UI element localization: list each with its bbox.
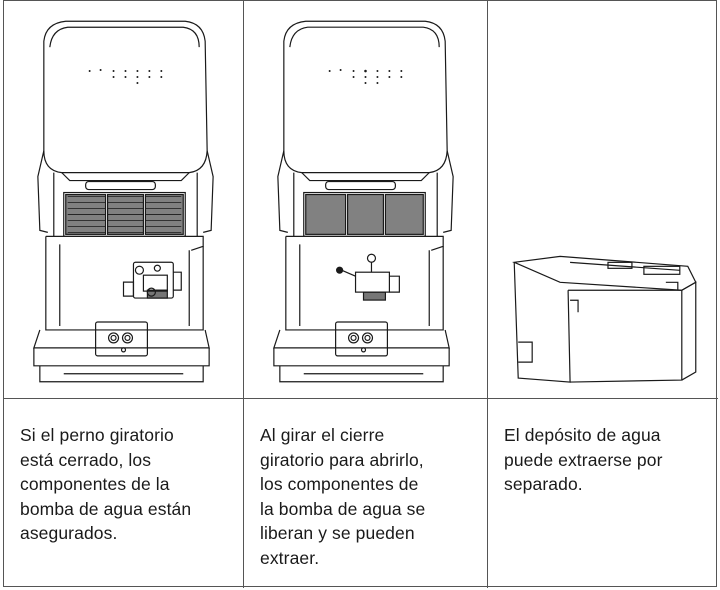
illustration-cell-2 (244, 1, 488, 399)
water-tank-illustration (512, 255, 697, 383)
caption-latch-open: Al girar el cierre giratorio para abrirl… (260, 425, 426, 568)
caption-cell-2: Al girar el cierre giratorio para abrirl… (244, 399, 488, 588)
illustration-cell-3 (488, 1, 718, 399)
device-latch-open-illustration (273, 20, 454, 383)
device-latch-closed-illustration (33, 20, 214, 383)
illustration-cell-1 (4, 1, 244, 399)
instruction-table: Si el perno giratorio está cerrado, los … (3, 0, 718, 588)
caption-water-tank: El depósito de agua puede extraerse por … (504, 425, 663, 494)
caption-latch-closed: Si el perno giratorio está cerrado, los … (20, 425, 192, 543)
caption-cell-1: Si el perno giratorio está cerrado, los … (4, 399, 244, 588)
caption-cell-3: El depósito de agua puede extraerse por … (488, 399, 718, 588)
